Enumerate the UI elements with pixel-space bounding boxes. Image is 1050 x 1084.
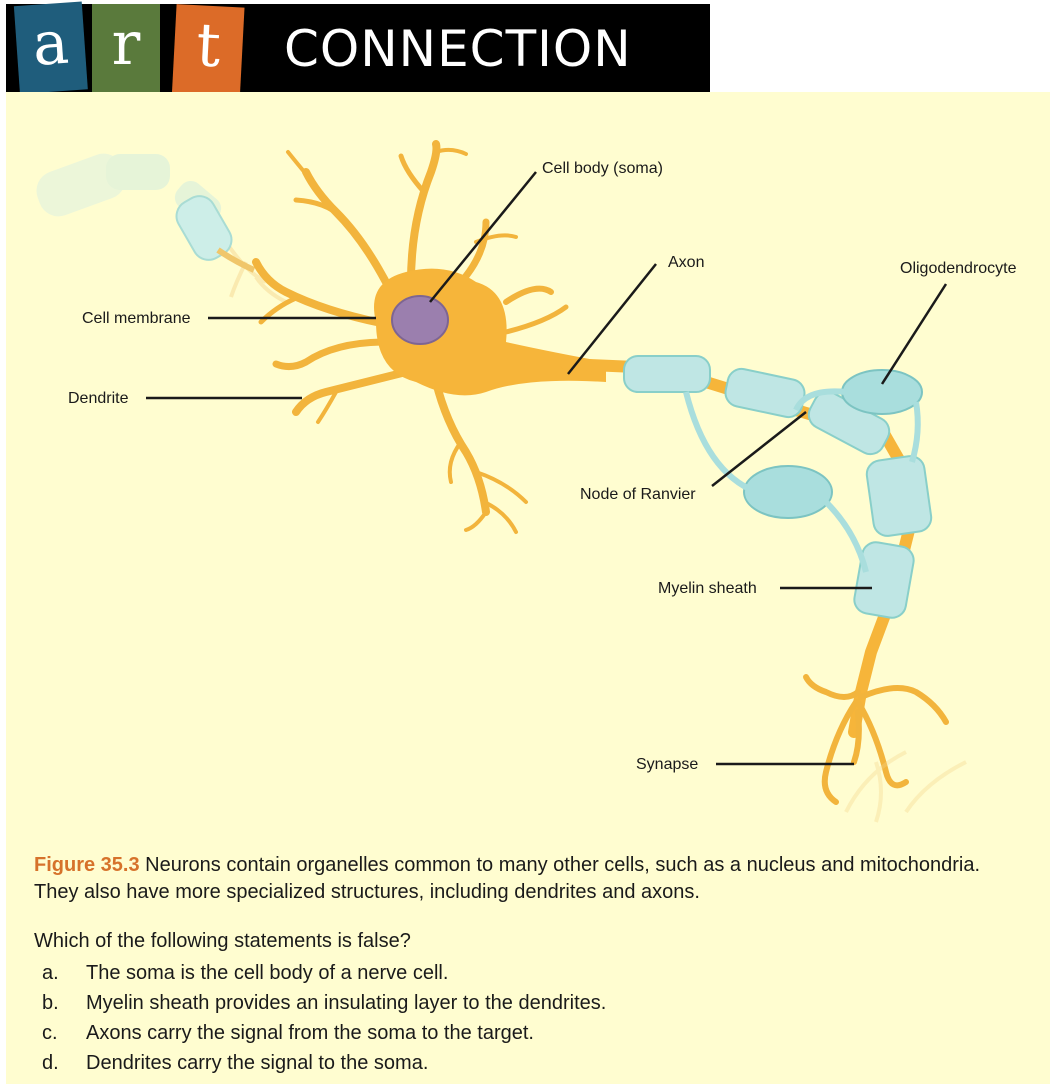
header-letter-a: a (14, 1, 88, 94)
label-node-of-ranvier: Node of Ranvier (580, 486, 696, 504)
option-letter: a. (42, 958, 86, 988)
answer-option: d.Dendrites carry the signal to the soma… (42, 1048, 606, 1078)
label-dendrite: Dendrite (68, 390, 128, 408)
option-text: The soma is the cell body of a nerve cel… (86, 962, 448, 984)
figure-caption: Figure 35.3 Neurons contain organelles c… (34, 852, 1024, 906)
axon-terminals (806, 677, 946, 802)
answer-option: b.Myelin sheath provides an insulating l… (42, 988, 606, 1018)
answer-option: c.Axons carry the signal from the soma t… (42, 1018, 606, 1048)
nucleus (392, 296, 448, 344)
figure-panel: Cell body (soma) Axon Oligodendrocyte Ce… (6, 92, 1050, 1084)
label-cell-body: Cell body (soma) (542, 160, 663, 178)
header-title: CONNECTION (284, 14, 632, 84)
label-cell-membrane: Cell membrane (82, 310, 190, 328)
answer-options: a.The soma is the cell body of a nerve c… (42, 958, 606, 1078)
header-letter-t: t (172, 4, 245, 95)
neuron-diagram (6, 92, 1050, 832)
upper-myelin-segment (171, 190, 254, 270)
caption-text: Neurons contain organelles common to man… (34, 854, 980, 903)
label-oligodendrocyte: Oligodendrocyte (900, 260, 1017, 278)
label-myelin-sheath: Myelin sheath (658, 580, 757, 598)
question-prompt: Which of the following statements is fal… (34, 930, 411, 953)
leader-lines (146, 172, 946, 764)
label-axon: Axon (668, 254, 704, 272)
option-letter: c. (42, 1018, 86, 1048)
label-synapse: Synapse (636, 756, 698, 774)
header-letter-r: r (92, 4, 160, 92)
option-text: Dendrites carry the signal to the soma. (86, 1052, 428, 1074)
option-text: Axons carry the signal from the soma to … (86, 1022, 534, 1044)
option-text: Myelin sheath provides an insulating lay… (86, 992, 606, 1014)
figure-number: Figure 35.3 (34, 854, 140, 876)
option-letter: b. (42, 988, 86, 1018)
art-connection-header: a r t CONNECTION (6, 4, 710, 92)
answer-option: a.The soma is the cell body of a nerve c… (42, 958, 606, 988)
option-letter: d. (42, 1048, 86, 1078)
faded-neighbor-neuron (31, 148, 286, 302)
faded-target-dendrites (846, 752, 966, 822)
